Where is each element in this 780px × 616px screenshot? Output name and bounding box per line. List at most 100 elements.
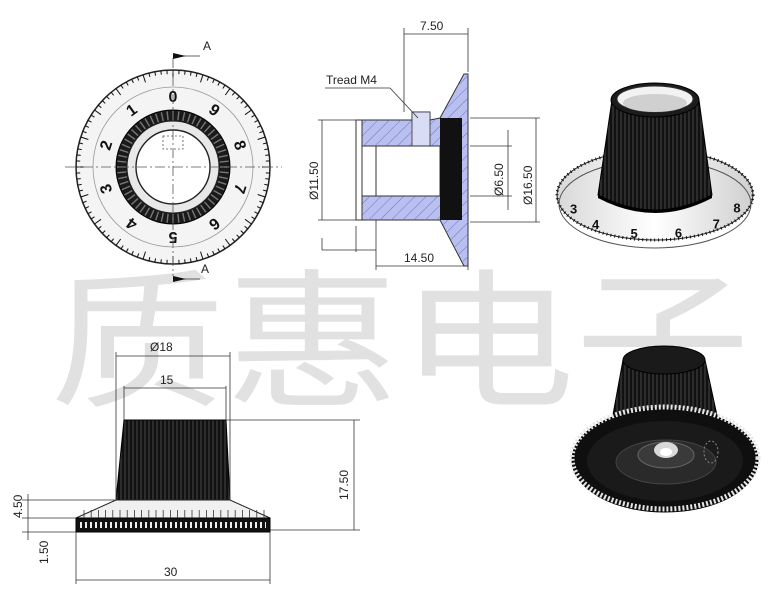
- dial-tick: [212, 250, 215, 255]
- knurl-tooth: [219, 171, 229, 174]
- knurl-tooth: [155, 211, 160, 221]
- knurl-tooth: [177, 213, 180, 223]
- knurl-tooth: [217, 149, 227, 154]
- knurl-tooth: [218, 176, 228, 180]
- knurl-tooth: [144, 118, 151, 127]
- knurl-tooth: [127, 133, 136, 140]
- dial-tick: [256, 125, 261, 128]
- dial-ticks: [76, 70, 270, 264]
- knurl-tooth: [195, 207, 202, 216]
- render-dial-number: 3: [570, 201, 577, 216]
- knurl-tooth: [118, 154, 128, 158]
- dial-tick: [106, 234, 110, 239]
- dial-tick: [77, 148, 82, 151]
- dial-tick: [77, 183, 82, 186]
- knurl-tooth: [191, 209, 197, 219]
- render-back: [569, 345, 761, 513]
- knurl-tooth: [207, 197, 216, 205]
- knurl-tooth: [182, 212, 186, 222]
- dial-tick: [125, 248, 129, 253]
- knurl-tooth: [166, 111, 169, 121]
- dial-tick: [106, 95, 110, 100]
- dial-tick: [80, 194, 89, 198]
- knurl-tooth: [215, 143, 225, 149]
- knurl-tooth: [119, 149, 129, 154]
- dial-tick: [131, 250, 134, 255]
- knurl-tooth: [182, 112, 186, 122]
- dial-tick: [90, 216, 95, 220]
- dial-tick: [94, 109, 102, 116]
- dial-tick: [257, 194, 266, 198]
- dial-tick: [85, 206, 90, 209]
- knurl-tooth: [127, 194, 136, 201]
- dial-tick: [110, 238, 115, 243]
- dim-height: 17.50: [337, 470, 351, 500]
- dial-tick: [148, 72, 151, 78]
- knurl-tooth: [213, 189, 222, 196]
- dial-tick: [259, 200, 264, 204]
- dial-tick: [264, 183, 269, 186]
- knurl-tooth: [200, 121, 207, 130]
- render-dial-number: 6: [675, 226, 682, 241]
- dial-tick: [240, 230, 245, 234]
- dial-tick: [136, 253, 140, 258]
- knurl-tooth: [124, 189, 133, 196]
- dial-tick: [231, 238, 236, 243]
- thread-hole: [411, 111, 431, 147]
- knurl-tooth: [217, 180, 227, 185]
- knurl-tooth: [191, 115, 197, 125]
- dial-tick: [101, 230, 106, 234]
- dial-tick: [265, 154, 270, 156]
- dim-left: Ø11.50: [307, 161, 321, 200]
- knurl-tooth: [160, 112, 164, 122]
- dial-tick: [184, 259, 186, 264]
- dial-tick: [189, 71, 192, 76]
- dial-tick: [160, 70, 162, 75]
- knurl-tooth: [166, 213, 169, 223]
- section-arrow-top: [173, 53, 186, 59]
- knurl-tooth: [130, 197, 139, 205]
- dial-tick: [256, 206, 261, 209]
- dial-tick: [231, 91, 236, 96]
- dial-tick: [78, 189, 84, 192]
- dial-tick: [120, 245, 124, 250]
- side-skirt: [75, 499, 271, 519]
- knurl-tooth: [195, 118, 202, 127]
- dial-tick: [217, 248, 221, 253]
- dial-tick: [87, 119, 92, 123]
- dial-tick: [251, 216, 256, 220]
- knurl-tooth: [210, 194, 219, 201]
- side-base: [75, 517, 271, 533]
- dim-width: 30: [164, 565, 178, 579]
- knurl-tooth: [149, 209, 155, 219]
- dial-tick: [200, 251, 204, 260]
- render-dial-number: 5: [630, 226, 637, 241]
- dim-skirt: 4.50: [11, 494, 25, 518]
- dial-tick: [76, 154, 81, 156]
- dial-tick: [259, 130, 264, 134]
- knurl-tooth: [160, 212, 164, 222]
- section-label-bottom: A: [201, 262, 209, 276]
- dial-tick: [244, 218, 252, 225]
- dial-tick: [142, 74, 146, 83]
- knurl-tooth: [117, 160, 127, 163]
- knurl-tooth: [155, 113, 160, 123]
- knurl-tooth: [210, 133, 219, 140]
- dial-tick: [154, 258, 157, 263]
- dim-base: 1.50: [37, 540, 51, 564]
- knurl-tooth: [186, 113, 191, 123]
- dial-tick: [212, 79, 215, 84]
- dial-tick: [131, 79, 134, 84]
- dim-top-width: 15: [160, 373, 174, 387]
- dial-tick: [262, 189, 268, 192]
- dial-tick: [251, 114, 256, 118]
- dial-tick: [97, 225, 102, 230]
- dial-tick: [224, 238, 231, 246]
- dial-tick: [257, 136, 266, 140]
- dial-tick: [76, 178, 81, 180]
- dial-tick: [240, 100, 245, 104]
- dial-tick: [206, 76, 210, 81]
- dial-tick: [94, 218, 102, 225]
